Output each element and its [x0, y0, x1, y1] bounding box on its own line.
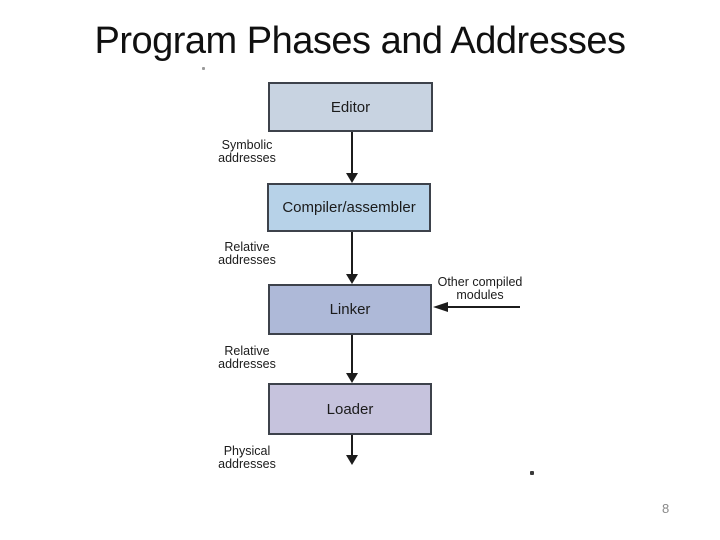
symbolic-addresses-line1: Symbolic — [221, 138, 273, 152]
other-compiled-modules-line2: modules — [456, 288, 504, 302]
symbolic-addresses-line2: addresses — [218, 151, 276, 165]
relative-addresses-1-line1: Relative — [224, 240, 270, 254]
physical-addresses-line1: Physical — [223, 444, 271, 458]
compiler-assembler-box-label: Compiler/assembler — [282, 199, 416, 216]
arrowhead-down-icon — [346, 274, 358, 284]
arrowhead-down-icon — [346, 173, 358, 183]
relative-addresses-label-1: Relative addresses — [199, 241, 295, 267]
arrowhead-down-icon — [346, 455, 358, 465]
stray-dot — [202, 67, 205, 70]
arrow-loader-output-line — [351, 435, 353, 456]
stray-dot — [530, 471, 534, 475]
linker-box: Linker — [268, 284, 432, 335]
relative-addresses-1-line2: addresses — [218, 253, 276, 267]
arrow-linker-to-loader-line — [351, 335, 353, 373]
loader-box: Loader — [268, 383, 432, 435]
loader-box-label: Loader — [326, 400, 374, 418]
editor-box-label: Editor — [330, 98, 371, 116]
physical-addresses-label: Physical addresses — [199, 445, 295, 471]
page-number: 8 — [662, 501, 670, 516]
relative-addresses-2-line1: Relative — [224, 344, 270, 358]
editor-box: Editor — [268, 82, 433, 132]
linker-box-label: Linker — [329, 301, 371, 318]
relative-addresses-2-line2: addresses — [218, 357, 276, 371]
relative-addresses-label-2: Relative addresses — [199, 345, 295, 371]
arrow-editor-to-compiler-line — [351, 132, 353, 174]
arrowhead-down-icon — [346, 373, 358, 383]
compiler-assembler-box: Compiler/assembler — [267, 183, 431, 232]
arrowhead-left-icon — [433, 302, 448, 312]
other-compiled-modules-label: Other compiled modules — [430, 276, 530, 302]
arrow-compiler-to-linker-line — [351, 232, 353, 274]
physical-addresses-line2: addresses — [218, 457, 276, 471]
other-compiled-modules-line1: Other compiled — [437, 275, 523, 289]
arrow-other-modules-line — [447, 306, 520, 308]
slide-title: Program Phases and Addresses — [94, 20, 626, 62]
symbolic-addresses-label: Symbolic addresses — [199, 139, 295, 165]
